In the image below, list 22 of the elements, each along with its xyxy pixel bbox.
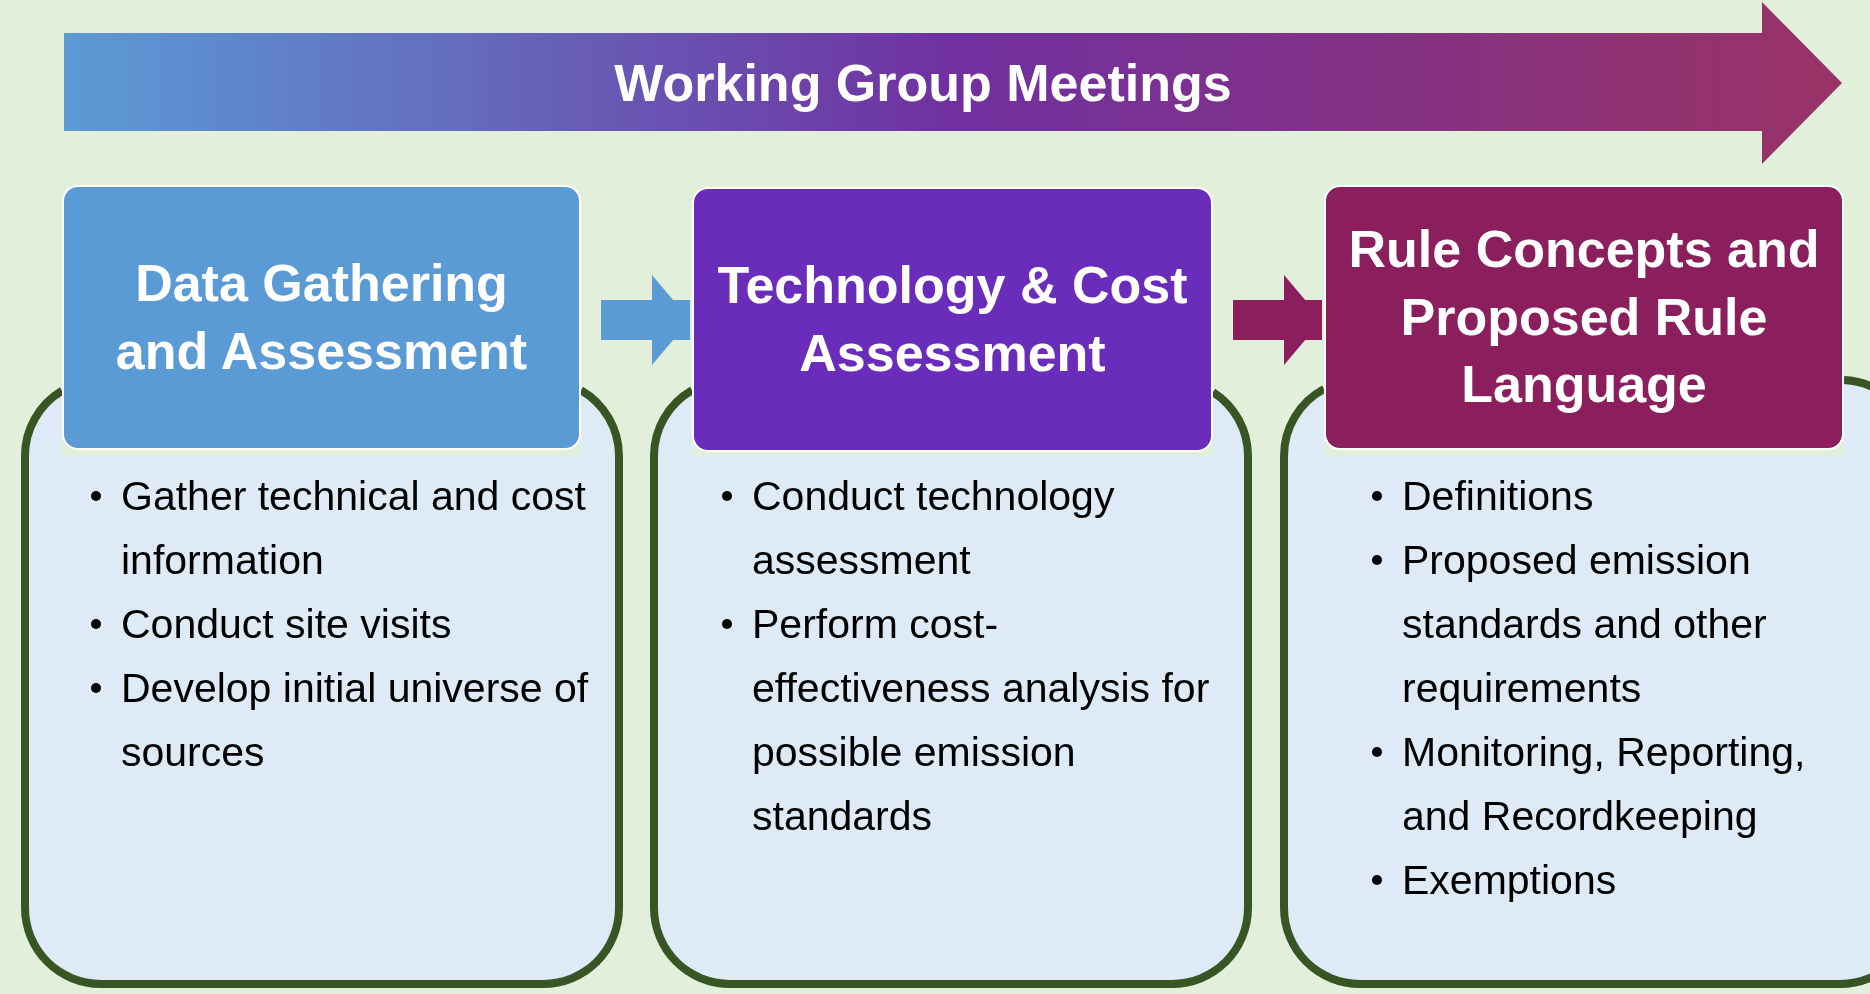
bullet-text: Perform cost-effectiveness analysis for possible emission standards	[752, 600, 1211, 841]
stage-title: Rule Concepts and Proposed Rule Language	[1347, 219, 1821, 416]
stage-panel	[650, 456, 1252, 988]
process-arrow	[64, 2, 1842, 164]
bullet-text: Exemptions	[1402, 856, 1617, 905]
bullet-text: Gather technical and cost information	[121, 472, 587, 585]
stage-header-box	[692, 187, 1213, 452]
block-arrow	[1233, 275, 1322, 365]
stage-panel	[21, 456, 623, 988]
stage-header-box	[1324, 185, 1844, 450]
bullet-text: Monitoring, Reporting, and Recordkeeping	[1402, 728, 1807, 841]
bullet-text: Develop initial universe of sources	[121, 664, 590, 777]
banner-title: Working Group Meetings	[614, 53, 1232, 113]
stage-title: Data Gathering and Assessment	[114, 252, 529, 382]
stage-header-box	[62, 185, 581, 450]
bullet-text: Definitions	[1402, 472, 1594, 521]
bullet-text: Conduct technology assessment	[752, 472, 1116, 585]
bullet-text: Conduct site visits	[121, 600, 452, 649]
block-arrow	[601, 275, 690, 365]
stage-title: Technology & Cost Assessment	[716, 254, 1189, 384]
bullet-text: Proposed emission standards and other requirements	[1402, 536, 1768, 713]
stage-panel	[1280, 456, 1870, 988]
